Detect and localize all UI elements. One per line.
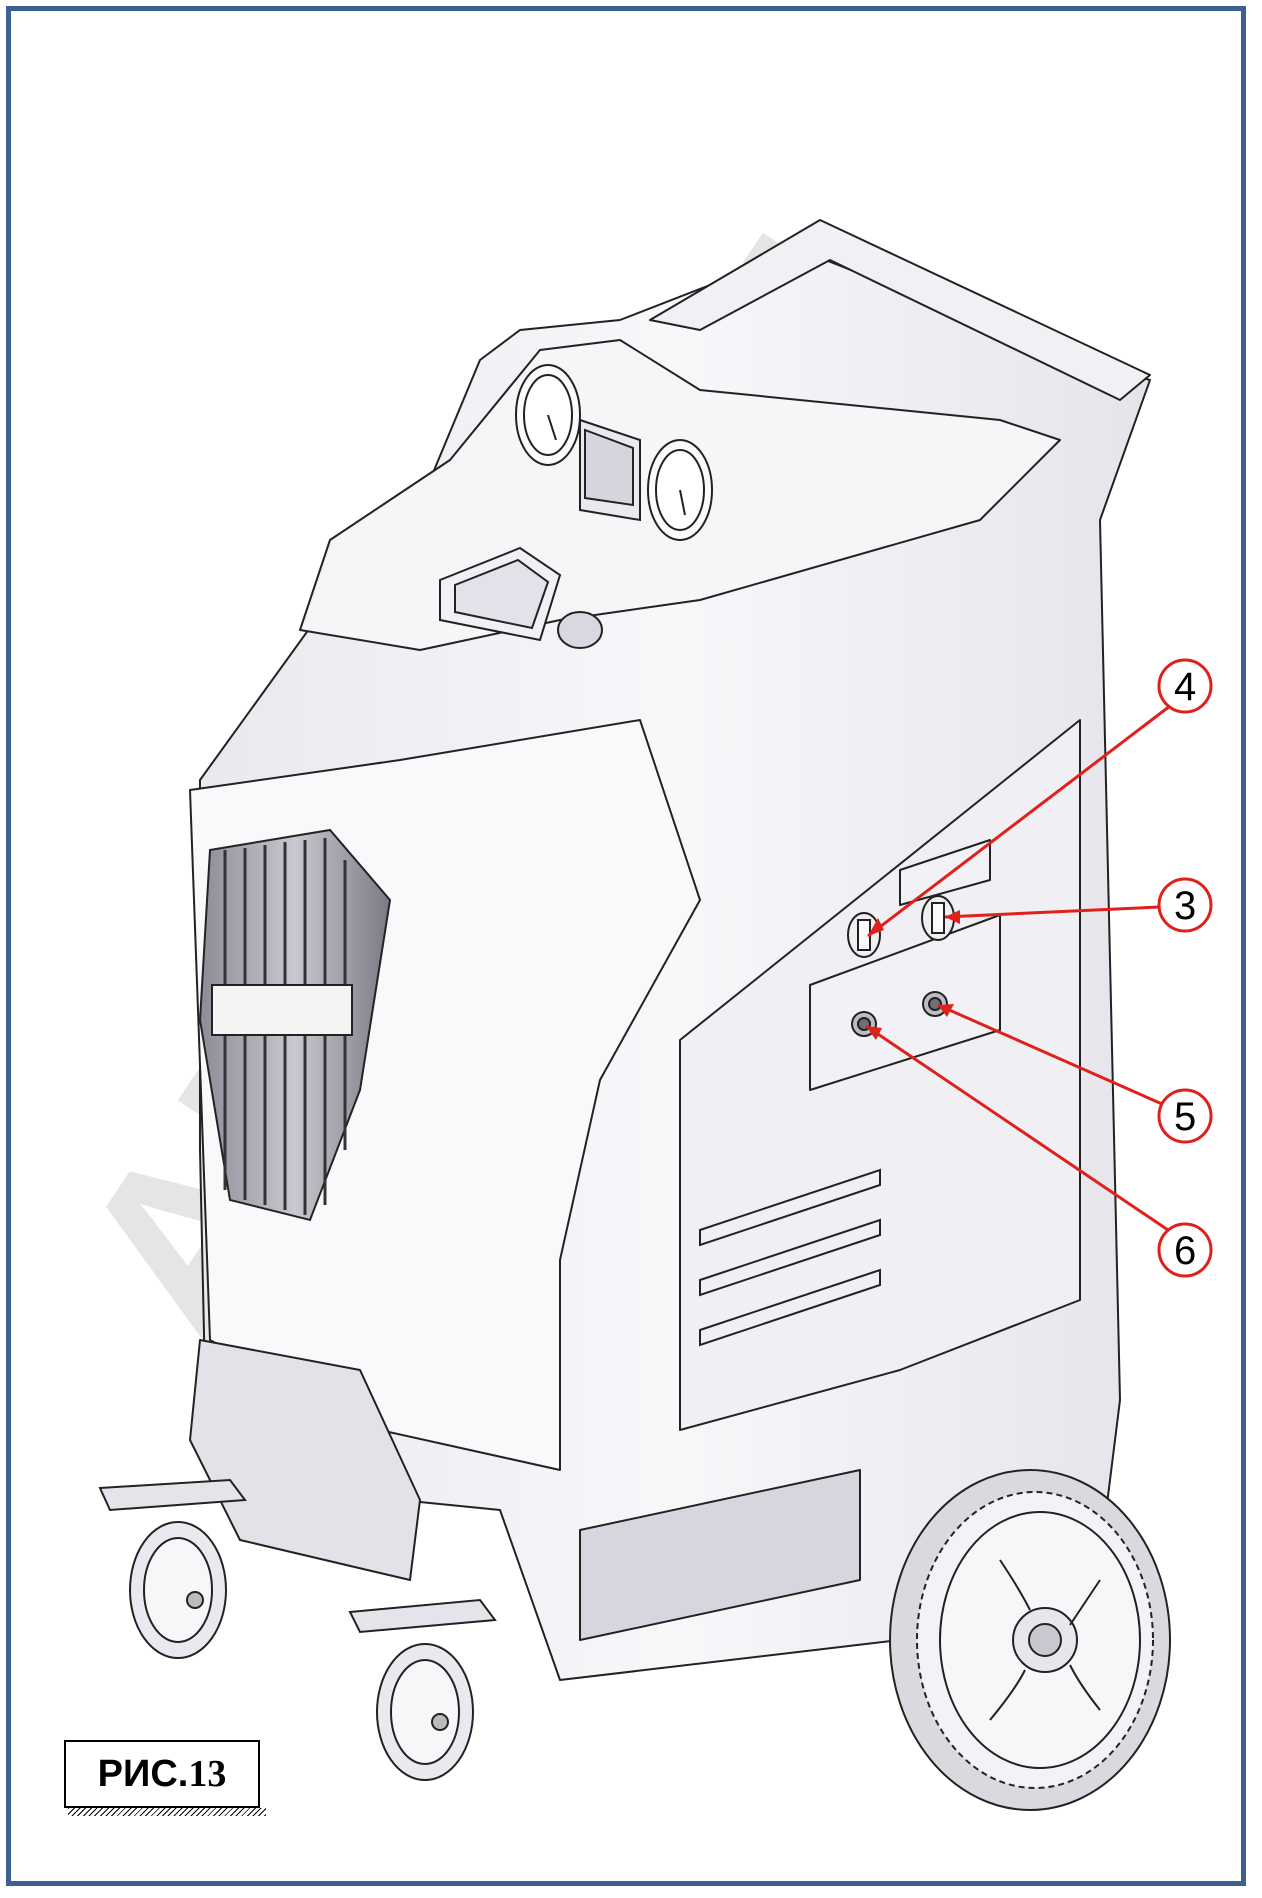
callout-5-leader: [937, 1003, 1163, 1106]
figure-label-hatch: [68, 1808, 266, 1816]
callout-6-circle: [1157, 1222, 1213, 1278]
callout-6-label: 6: [1174, 1229, 1196, 1273]
gauge-icon: [647, 439, 713, 541]
figure-label-number: 13: [188, 1753, 227, 1795]
callout-3-leader: [944, 905, 1160, 919]
callout-3-circle: [1157, 877, 1213, 933]
knob-icon: [921, 895, 955, 941]
label-plate: [899, 839, 991, 906]
door-vents: [699, 1168, 881, 1347]
caster-wheel-icon: [98, 1478, 247, 1659]
callout-5-label: 5: [1174, 1095, 1196, 1139]
callout-4-circle: [1157, 658, 1213, 714]
callout-4-label: 4: [1174, 665, 1196, 709]
figure-label: РИС.13: [64, 1740, 266, 1816]
connector-port-icon: [922, 991, 948, 1017]
callout-3-label: 3: [1174, 884, 1196, 928]
wheel-icon: [889, 1469, 1171, 1811]
knob-icon: [847, 912, 881, 958]
display-screen-icon: [579, 418, 641, 522]
gauge-icon: [515, 364, 581, 466]
callout-5-circle: [1157, 1088, 1213, 1144]
front-grille: [198, 828, 392, 1222]
top-display-screen: [439, 546, 603, 649]
callout-4-leader: [867, 704, 1171, 938]
front-bumper: [189, 1339, 421, 1581]
lower-vent: [579, 1469, 861, 1641]
top-handle: [649, 219, 1151, 401]
callout-6-leader: [865, 1024, 1169, 1232]
figure-label-prefix: РИС.: [97, 1752, 189, 1795]
caster-wheel-icon: [348, 1598, 497, 1781]
